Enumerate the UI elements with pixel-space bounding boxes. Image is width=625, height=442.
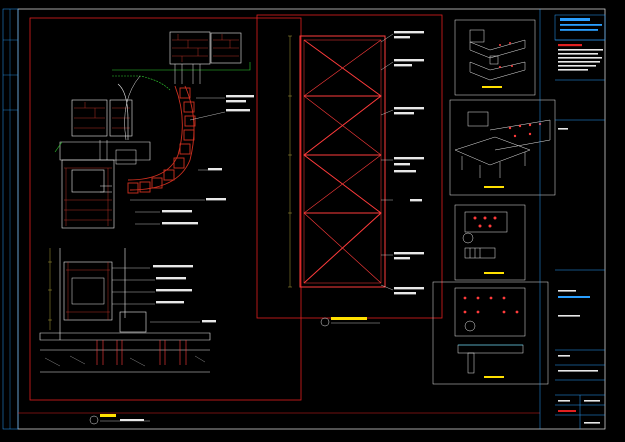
truss-notes [394,31,424,295]
node-detail-3 [454,204,526,281]
section-detail-viewport [29,17,302,401]
floor-detail-notes [153,265,216,323]
left-detail-leaders [130,97,226,225]
anchor-bolts [99,64,201,193]
truss-dimension-chain [288,35,292,288]
left-detail-notes [162,95,254,225]
curved-slab-profile [54,62,251,161]
node-detail-1 [454,19,536,96]
title-block-text [558,18,603,424]
floor-connection-detail [39,248,211,373]
title-block [539,9,606,429]
truss-frame [299,35,386,288]
node-detail-2 [449,99,556,196]
truss-title-marker [320,317,380,327]
left-dimension-chain [48,248,52,330]
section-title-marker [89,414,150,425]
brick-hatching [64,34,239,226]
sheet-border [2,8,606,430]
truss-leaders [380,33,394,291]
node-detail-4 [432,281,549,385]
curved-steel-keel [127,85,196,194]
